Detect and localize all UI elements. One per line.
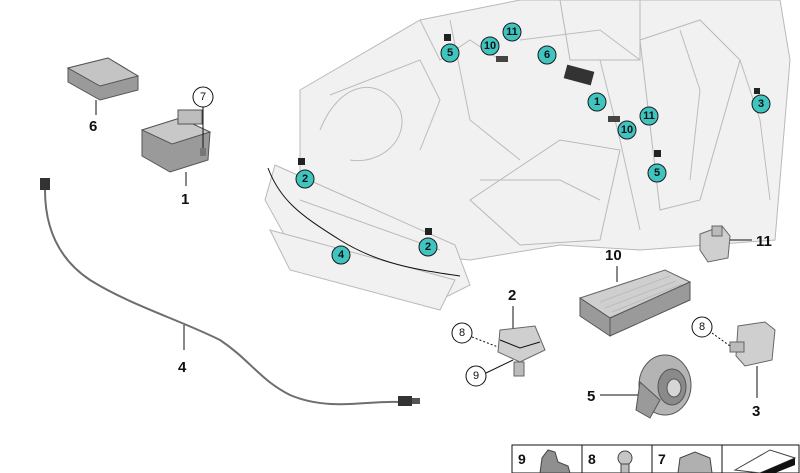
speed-nut-icon	[539, 449, 571, 473]
part-4-cable-harness: 4	[40, 178, 420, 406]
legend-item-8: 8	[588, 451, 596, 467]
callout-10-right: 10	[617, 120, 637, 140]
part-11-clip: 11	[699, 225, 772, 263]
callout-8-right: 8	[691, 316, 713, 338]
part-label-6: 6	[89, 118, 97, 135]
part-label-10: 10	[605, 247, 622, 264]
part-label-5: 5	[587, 388, 595, 405]
part-label-11: 11	[756, 233, 772, 250]
screw-icon	[617, 450, 633, 466]
callout-10-top: 10	[480, 36, 500, 56]
part-label-3: 3	[752, 403, 760, 420]
svg-text:8: 8	[459, 327, 465, 339]
legend-item-9: 9	[518, 451, 526, 467]
svg-text:1: 1	[594, 96, 600, 108]
svg-text:10: 10	[484, 40, 496, 52]
svg-text:8: 8	[699, 321, 705, 333]
svg-text:10: 10	[621, 124, 633, 136]
part-3-side-sensor: 3	[711, 321, 776, 420]
callout-9-left: 9	[465, 365, 487, 387]
callout-11-right: 11	[639, 106, 659, 126]
part-10-bracket: 10	[578, 247, 692, 337]
part-5-grommet: 5	[587, 354, 692, 419]
svg-text:6: 6	[544, 49, 550, 61]
callout-8-left: 8	[451, 322, 473, 344]
svg-text:2: 2	[425, 241, 431, 253]
callout-6: 6	[537, 45, 557, 65]
installed-harness-line	[267, 167, 461, 277]
svg-text:11: 11	[506, 26, 518, 38]
vehicle-body-structure	[264, 0, 791, 311]
hardware-legend: 9 8 7	[511, 444, 800, 473]
svg-text:11: 11	[643, 110, 655, 122]
svg-text:7: 7	[200, 91, 206, 103]
callout-5-top: 5	[440, 43, 460, 63]
installed-sensor-icons	[298, 34, 760, 235]
svg-text:3: 3	[758, 98, 764, 110]
callout-3: 3	[751, 94, 771, 114]
svg-text:4: 4	[338, 249, 345, 261]
legend-item-7: 7	[658, 451, 666, 467]
callout-1: 1	[587, 92, 607, 112]
part-1-sensor-module: 1	[140, 107, 212, 208]
nut-icon	[677, 451, 713, 473]
callout-7-circle: 7	[192, 86, 214, 108]
callout-2-left: 2	[295, 169, 315, 189]
callout-2-right: 2	[418, 237, 438, 257]
callout-4: 4	[331, 245, 351, 265]
svg-text:9: 9	[473, 370, 479, 382]
part-2-impact-sensor: 2	[471, 287, 546, 377]
part-label-4: 4	[178, 359, 187, 376]
callout-5-right: 5	[647, 163, 667, 183]
part-6-control-unit: 6	[66, 57, 140, 135]
part-label-1: 1	[181, 191, 189, 208]
svg-text:2: 2	[302, 173, 308, 185]
part-label-2: 2	[508, 287, 516, 304]
svg-text:5: 5	[447, 47, 453, 59]
svg-text:5: 5	[654, 167, 660, 179]
callout-11-top: 11	[502, 22, 522, 42]
